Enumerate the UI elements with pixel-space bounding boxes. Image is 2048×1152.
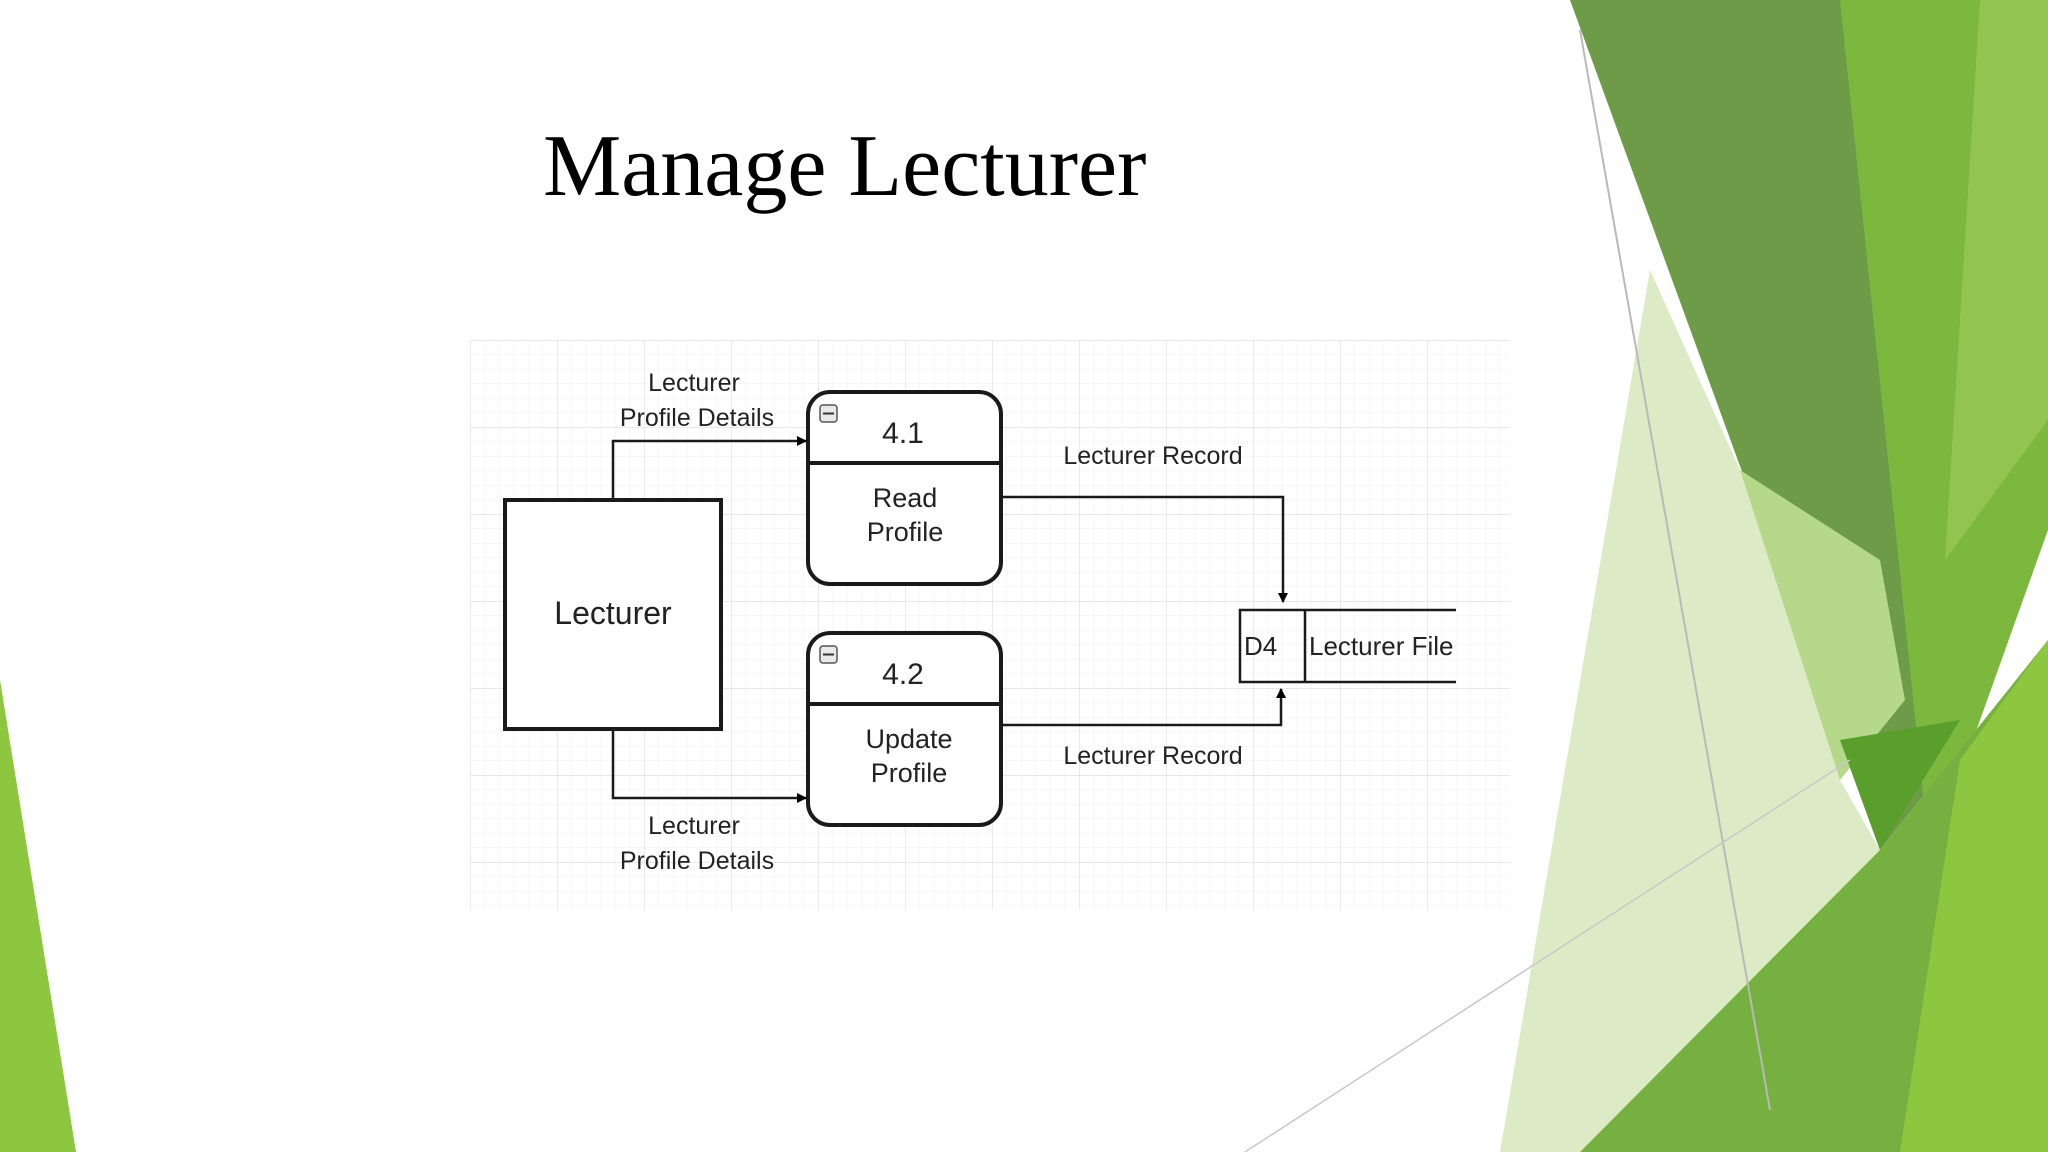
flow-arrow — [611, 436, 807, 498]
thin-line-vertical — [1579, 29, 1771, 1111]
process-name-line2: Profile — [871, 758, 948, 788]
flow-label: Lecturer Record — [1063, 742, 1242, 770]
thin-line-diagonal — [1244, 759, 1851, 1152]
facet-pale-green — [1500, 270, 1880, 1152]
datastore-id: D4 — [1244, 631, 1277, 661]
entity-lecturer[interactable]: Lecturer — [503, 498, 723, 731]
flow-label-line2: Profile Details — [620, 404, 774, 432]
collapse-icon[interactable] — [819, 404, 838, 423]
process-name-line2: Profile — [867, 517, 944, 547]
flow-arrow — [611, 731, 807, 803]
entity-label: Lecturer — [554, 595, 672, 631]
flow-label-line1: Lecturer — [648, 369, 740, 397]
facet-bottom-bright — [1900, 640, 2048, 1152]
process-box — [806, 390, 1003, 586]
entity-box — [503, 498, 723, 731]
data-flow-diagram: Lecturer 4.1 Read Profile 4.2 Update Pro… — [470, 340, 1510, 910]
flow-entity-to-update-profile[interactable]: Lecturer Profile Details — [611, 731, 807, 875]
process-read-profile[interactable]: 4.1 Read Profile — [806, 390, 1003, 586]
datastore-lecturer-file[interactable]: D4 Lecturer File — [1238, 608, 1456, 684]
flow-label-line1: Lecturer — [648, 812, 740, 840]
flow-update-profile-to-datastore[interactable]: Lecturer Record — [1001, 688, 1286, 770]
facet-soft-green — [1740, 470, 1905, 780]
facet-deep-green — [1840, 720, 1960, 850]
process-name-line1: Update — [865, 724, 952, 754]
process-id: 4.1 — [882, 417, 924, 450]
slide-title: Manage Lecturer — [543, 118, 1147, 215]
flow-label-line2: Profile Details — [620, 847, 774, 875]
flow-arrow — [1001, 688, 1286, 727]
datastore-name: Lecturer File — [1309, 631, 1454, 661]
process-id: 4.2 — [882, 658, 924, 691]
process-box — [806, 631, 1003, 827]
flow-label: Lecturer Record — [1063, 442, 1242, 470]
flow-entity-to-read-profile[interactable]: Lecturer Profile Details — [611, 369, 807, 498]
process-name-line1: Read — [873, 483, 938, 513]
right-green-facets — [1244, 0, 2048, 1152]
collapse-icon[interactable] — [819, 645, 838, 664]
facet-light-green — [1945, 0, 2048, 560]
flow-read-profile-to-datastore[interactable]: Lecturer Record — [1001, 442, 1288, 603]
left-green-facet — [0, 680, 76, 1152]
process-update-profile[interactable]: 4.2 Update Profile — [806, 631, 1003, 827]
flow-arrow — [1001, 495, 1288, 603]
datastore-outline — [1238, 608, 1456, 684]
